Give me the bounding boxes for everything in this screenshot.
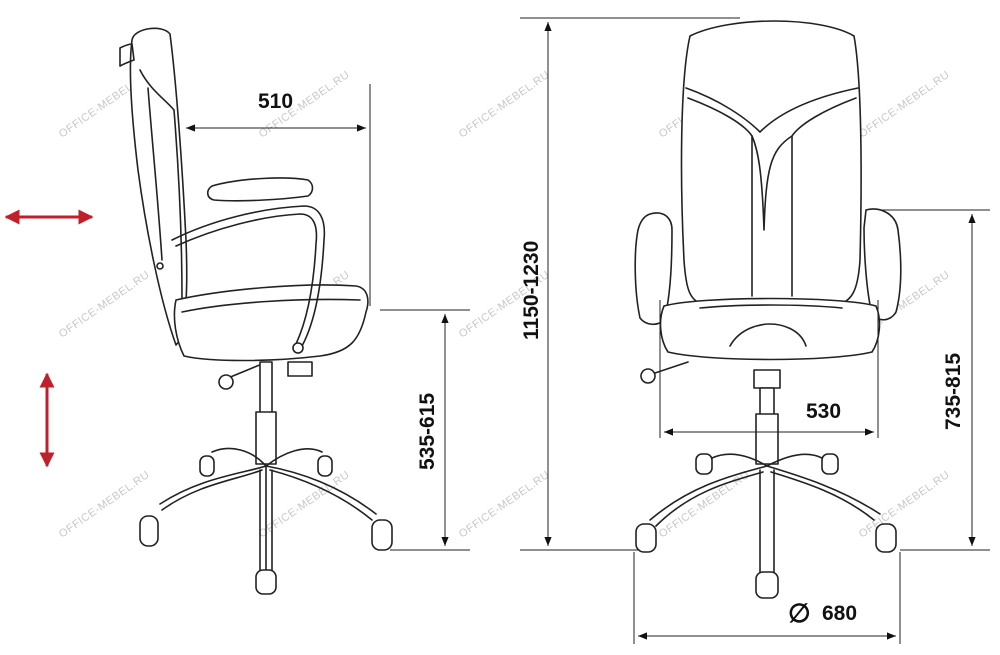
- watermark: OFFICE-MEBEL.RU: [457, 469, 552, 541]
- front-armrest-right: [863, 208, 902, 321]
- adjust-arrows: [4, 209, 94, 468]
- watermark: OFFICE-MEBEL.RU: [857, 69, 952, 141]
- dim-depth-label: 510: [258, 90, 293, 113]
- side-seat: [173, 284, 369, 362]
- dim-base-diameter-label: 680: [822, 602, 857, 625]
- diameter-symbol: ∅: [788, 598, 811, 628]
- front-gas-lift: [753, 369, 781, 389]
- chair-front-view: [634, 20, 902, 599]
- side-armrest-pad: [206, 177, 314, 202]
- dim-seat-height-label: 535-615: [416, 393, 439, 470]
- dim-depth: 510: [186, 84, 371, 306]
- dim-base-diameter: ∅ 680: [633, 552, 901, 644]
- dim-seat-width-label: 530: [806, 400, 841, 423]
- dim-seat-width: 530: [659, 300, 879, 438]
- front-armrest-left: [634, 212, 673, 326]
- dim-total-height: 1150-1230: [520, 17, 740, 551]
- watermark: OFFICE-MEBEL.RU: [57, 469, 152, 541]
- dim-armrest-height: 735-815: [880, 209, 990, 551]
- dim-seat-height: 535-615: [380, 309, 470, 551]
- watermark: OFFICE-MEBEL.RU: [257, 469, 352, 541]
- front-seat: [659, 297, 881, 361]
- side-base: [159, 447, 377, 575]
- chair-side-view: [119, 27, 393, 595]
- side-backrest-panel: [139, 69, 183, 301]
- watermark: OFFICE-MEBEL.RU: [857, 469, 952, 541]
- side-gas-lift: [259, 361, 273, 415]
- side-tilt-knob: [287, 361, 313, 377]
- watermark: OFFICE-MEBEL.RU: [57, 269, 152, 341]
- watermark: OFFICE-MEBEL.RU: [457, 69, 552, 141]
- dim-armrest-height-label: 735-815: [942, 353, 965, 430]
- front-base: [649, 453, 881, 577]
- dim-total-height-label: 1150-1230: [520, 241, 543, 340]
